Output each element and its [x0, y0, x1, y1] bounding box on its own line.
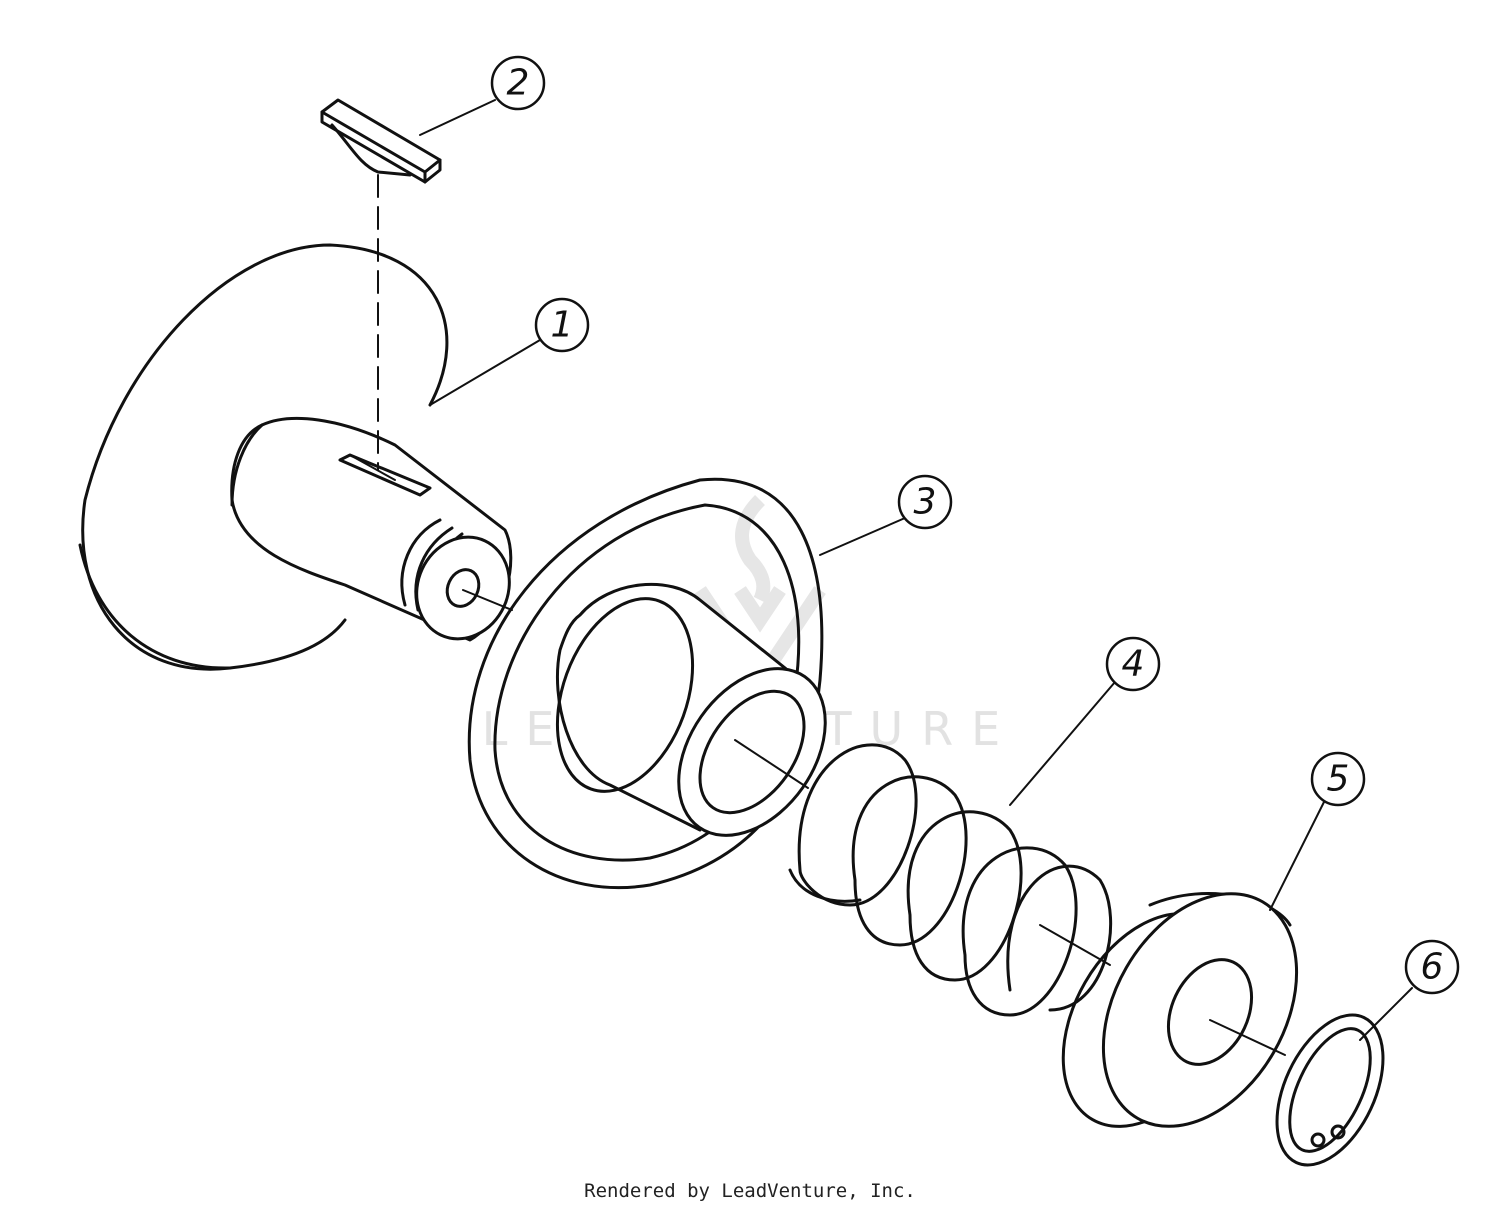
callout-number: 1 [551, 305, 574, 346]
callout-number: 5 [1327, 759, 1350, 800]
callout-1: 1 [534, 297, 590, 353]
part-key [320, 98, 442, 471]
callout-number: 2 [507, 63, 530, 104]
footer-credit: Rendered by LeadVenture, Inc. [584, 1180, 916, 1202]
callout-5: 5 [1310, 751, 1366, 807]
part-snap-ring [1275, 1013, 1385, 1167]
part-spring-retainer [1061, 892, 1299, 1128]
callout-number: 4 [1122, 644, 1145, 685]
callout-2: 2 [490, 55, 546, 111]
callout-3: 3 [897, 474, 953, 530]
part-spring [788, 743, 1113, 1017]
part-fixed-sheave [78, 243, 513, 671]
callout-6: 6 [1404, 939, 1460, 995]
part-movable-sheave [467, 477, 827, 890]
callout-number: 3 [914, 482, 937, 523]
leader-lines [419, 99, 1413, 1041]
callout-4: 4 [1105, 636, 1161, 692]
callout-number: 6 [1421, 947, 1444, 988]
